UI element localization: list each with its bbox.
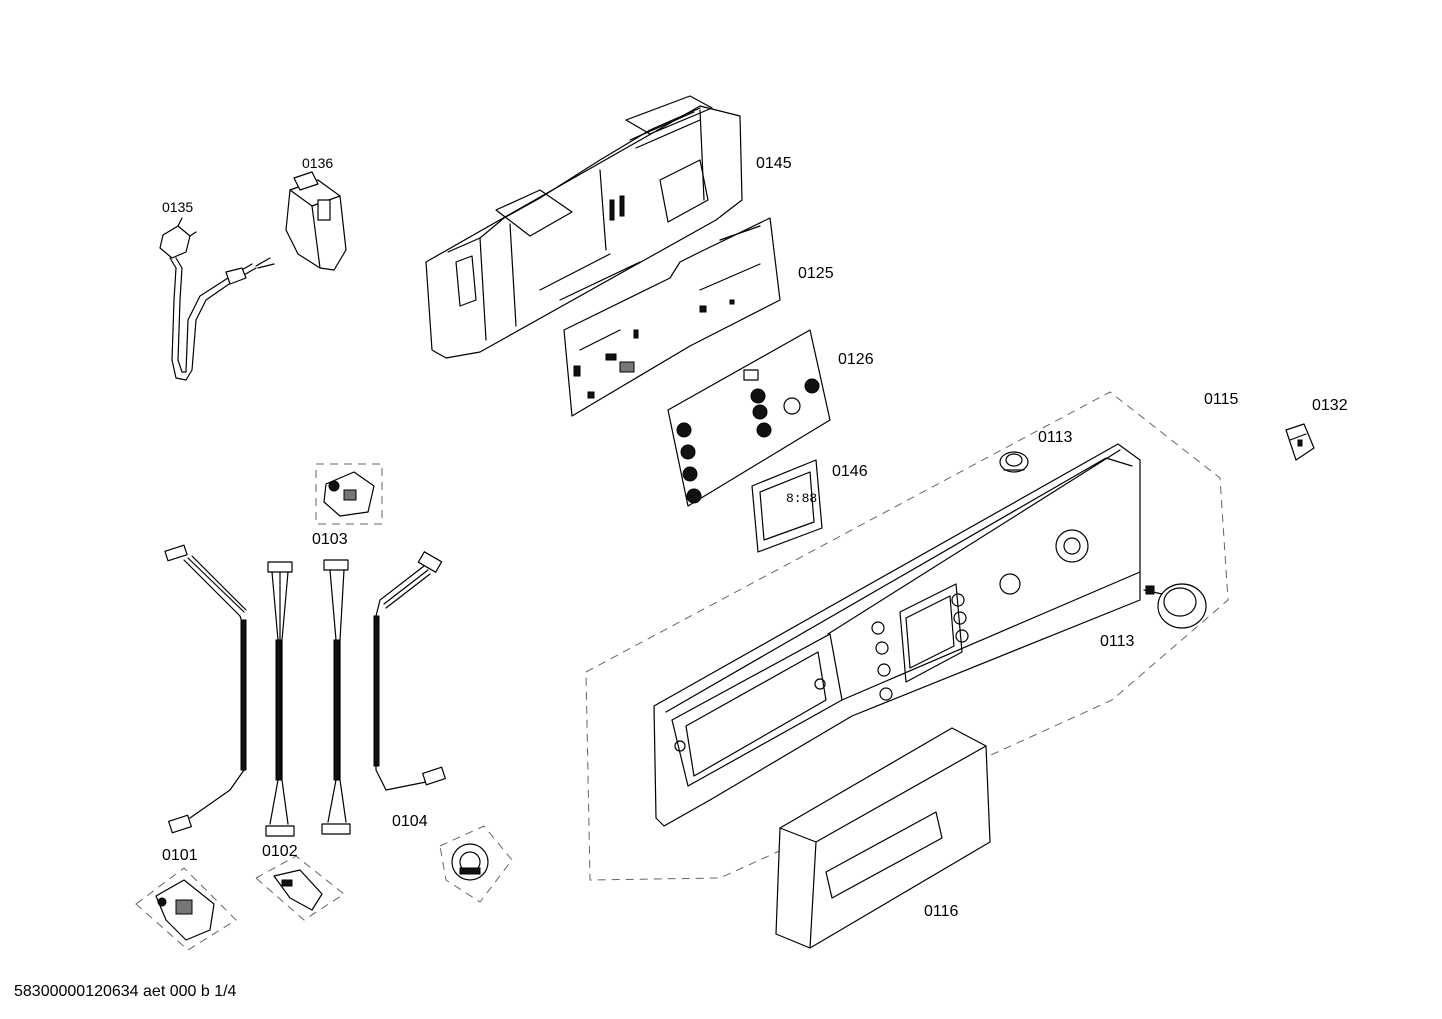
part-label-0103: 0103	[312, 531, 348, 548]
display-window-part: 8:88	[752, 460, 822, 552]
part-label-0132: 0132	[1312, 397, 1348, 414]
main-pcb-part	[564, 218, 780, 416]
part-label-0145: 0145	[756, 155, 792, 172]
filter-capacitor-part	[286, 172, 346, 270]
part-label-0113-knob: 0113	[1100, 633, 1135, 650]
control-housing-part	[426, 96, 742, 358]
part-label-0104: 0104	[392, 813, 428, 830]
inlet-valve-part	[136, 868, 236, 950]
part-label-0125: 0125	[798, 265, 834, 282]
svg-text:8:88: 8:88	[786, 491, 817, 506]
clip-part	[1286, 424, 1314, 460]
control-panel-fascia-part	[654, 444, 1140, 826]
wire-harness-0101	[165, 545, 246, 833]
display-pcb-part	[668, 330, 830, 506]
part-label-0113-top: 0113	[1038, 429, 1073, 446]
group-outline-0115	[586, 392, 1228, 880]
part-label-0116: 0116	[924, 903, 959, 920]
part-label-0146: 0146	[832, 463, 868, 480]
part-label-0101: 0101	[162, 847, 198, 864]
sensor-part	[256, 856, 344, 920]
program-knob-part	[1144, 584, 1206, 628]
power-cord-part	[160, 218, 274, 380]
drawer-handle-part	[776, 728, 990, 948]
part-label-0102: 0102	[262, 843, 298, 860]
part-label-0115: 0115	[1204, 391, 1239, 408]
pressure-switch-part	[316, 464, 382, 524]
part-label-0126: 0126	[838, 351, 874, 368]
knob-insert-part	[1000, 452, 1028, 472]
wire-harness-0104	[374, 552, 445, 790]
drum-motor-sensor-part	[440, 826, 512, 902]
drawing-reference-footer: 58300000120634 aet 000 b 1/4	[14, 983, 237, 1000]
part-label-0136: 0136	[302, 155, 334, 171]
part-label-0135: 0135	[162, 199, 194, 215]
wire-harness-0102	[266, 560, 350, 836]
